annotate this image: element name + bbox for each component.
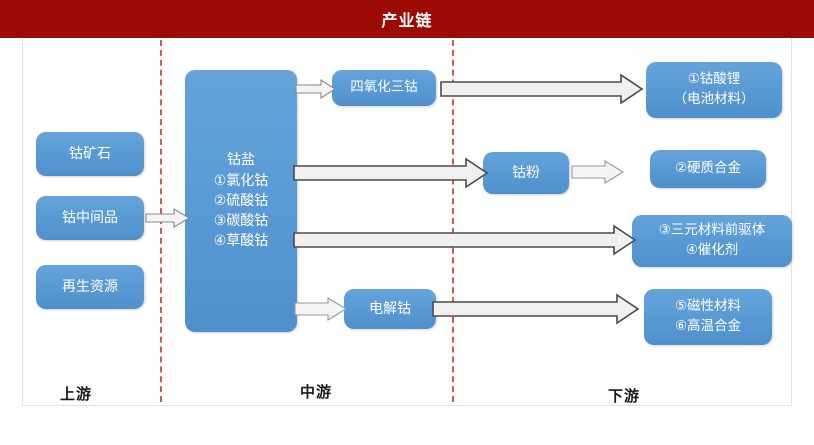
stage-label-upstream: 上游: [60, 385, 93, 403]
page-title: 产业链: [381, 11, 433, 30]
node-cemented-carbide[interactable]: ②硬质合金: [650, 150, 766, 188]
arrow-salt-to-cobalt-tetroxide: [295, 78, 337, 100]
arrow-salt-to-ternary-precursor: [293, 224, 637, 256]
node-electrolytic-cobalt[interactable]: 电解钴: [344, 289, 436, 329]
divider-midstream-downstream: [452, 40, 454, 402]
node-lithium-cobaltate[interactable]: ①钴酸锂 （电池材料）: [646, 62, 782, 118]
node-cobalt-salt[interactable]: 钴盐 ①氯化钴 ②硫酸钴 ③碳酸钴 ④草酸钴: [185, 70, 297, 332]
node-cobalt-powder[interactable]: 钴粉: [483, 152, 569, 194]
node-cobalt-ore[interactable]: 钴矿石: [36, 132, 144, 176]
node-cobalt-tetroxide[interactable]: 四氧化三钴: [332, 70, 436, 106]
node-magnetic-superalloy[interactable]: ⑤磁性材料 ⑥高温合金: [644, 289, 772, 345]
arrow-salt-to-cobalt-powder: [293, 157, 489, 189]
node-recycled-resources[interactable]: 再生资源: [36, 265, 144, 309]
arrow-salt-to-electrolytic-cobalt: [294, 297, 348, 321]
arrow-cobalt-tetroxide-to-lco: [440, 73, 644, 105]
arrow-electrolytic-cobalt-to-magnetic: [432, 293, 640, 325]
arrow-cobalt-powder-to-carbide: [571, 160, 625, 184]
arrow-upstream-to-salt: [145, 207, 191, 229]
node-ternary-precursor-catalyst[interactable]: ③三元材料前驱体 ④催化剂: [632, 215, 792, 267]
header-bar: [0, 0, 814, 38]
stage-label-downstream: 下游: [608, 387, 641, 405]
stage-label-midstream: 中游: [300, 383, 333, 401]
node-cobalt-intermediate[interactable]: 钴中间品: [36, 196, 144, 240]
